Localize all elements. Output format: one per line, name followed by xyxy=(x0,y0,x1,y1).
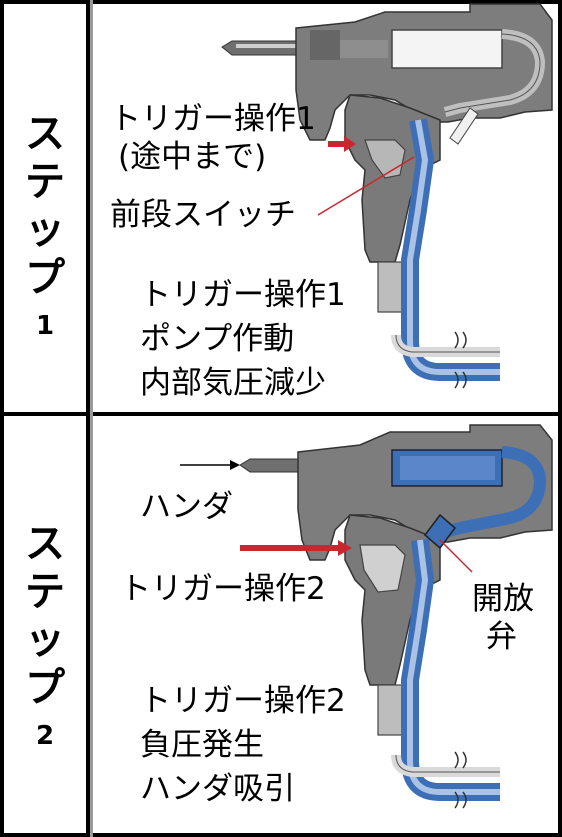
step2-solder-arrow xyxy=(180,460,240,470)
step1-label-number: 1 xyxy=(35,311,55,341)
step2-label-char: プ xyxy=(25,665,65,711)
step2-callout-trigger: トリガー操作2 xyxy=(120,571,326,607)
step2-red-arrow xyxy=(240,540,352,556)
step2-desc-line1: トリガー操作2 xyxy=(140,683,346,719)
step1-callout-trigger: トリガー操作1 xyxy=(110,101,316,137)
step2-blue-tube xyxy=(391,538,500,809)
step1-blue-tube xyxy=(391,107,500,389)
step1-label-char: テ xyxy=(25,159,65,205)
step1-switch-leader xyxy=(317,156,415,216)
step1-label-char: ス xyxy=(25,111,65,157)
column-divider-shade xyxy=(90,0,93,837)
step1-label: ス テ ッ プ 1 xyxy=(4,110,86,344)
step1-red-arrow xyxy=(328,136,356,152)
row-divider xyxy=(0,412,562,416)
step1-housing xyxy=(295,3,553,141)
step2-trigger xyxy=(359,544,406,593)
step1-desc-line1: トリガー操作1 xyxy=(140,277,346,313)
column-divider xyxy=(86,0,90,837)
step1-desc-line3: 内部気圧減少 xyxy=(140,365,326,401)
step1-label-char: プ xyxy=(25,255,65,301)
step2-label-char: ス xyxy=(25,521,65,567)
step2-callout-valve-2: 弁 xyxy=(486,619,517,655)
step2-valve xyxy=(423,513,473,573)
step2-desc-line2: 負圧発生 xyxy=(140,727,264,763)
step2-label-char: ッ xyxy=(25,617,65,663)
step2-callout-solder: ハンダ xyxy=(140,489,233,525)
step2-label: ス テ ッ プ 2 xyxy=(4,520,86,754)
step2-housing xyxy=(297,424,553,561)
step2-nozzle xyxy=(239,458,301,473)
step2-label-char: テ xyxy=(25,569,65,615)
step2-desc-line3: ハンダ吸引 xyxy=(140,771,295,807)
step1-label-char: ッ xyxy=(25,207,65,253)
step1-desc-line2: ポンプ作動 xyxy=(140,321,295,357)
step1-callout-trigger-partial: (途中まで) xyxy=(118,139,267,175)
step1-callout-switch: 前段スイッチ xyxy=(110,197,296,233)
step2-callout-valve: 開放 xyxy=(472,581,534,617)
step2-label-number: 2 xyxy=(35,721,55,751)
